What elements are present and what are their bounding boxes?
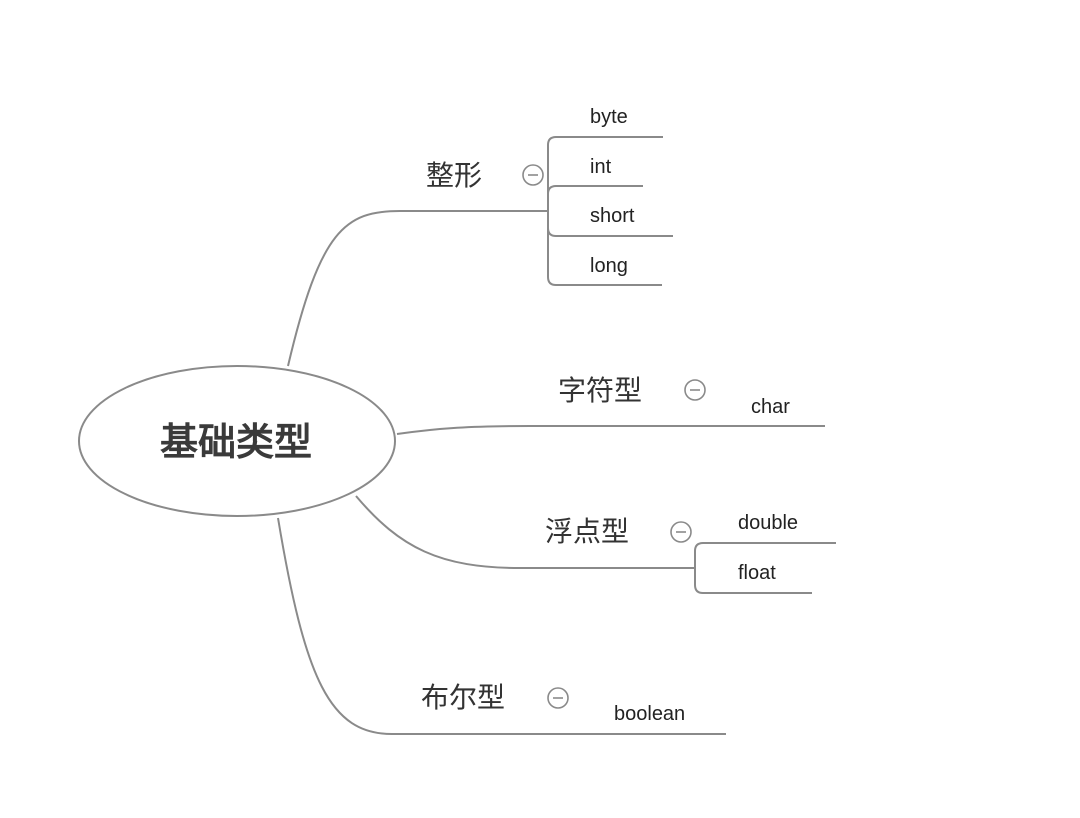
branch-label-char[interactable]: 字符型 (558, 374, 642, 407)
leaf-char[interactable]: char (751, 396, 790, 418)
collapse-minus-icon[interactable] (670, 521, 692, 543)
root-ellipse (78, 365, 396, 517)
connector-root-float (355, 495, 695, 569)
leaf-float[interactable]: float (738, 562, 776, 584)
collapse-minus-icon[interactable] (684, 379, 706, 401)
leaf-line-short (547, 227, 673, 237)
bracket-float (694, 542, 836, 594)
leaf-int[interactable]: int (590, 156, 612, 178)
branch-label-integer[interactable]: 整形 (426, 159, 482, 192)
leaf-long[interactable]: long (590, 255, 628, 277)
leaf-double[interactable]: double (738, 512, 798, 534)
root-label: 基础类型 (160, 420, 312, 464)
connector-root-boolean (277, 517, 726, 735)
collapse-minus-icon[interactable] (522, 164, 544, 186)
leaf-short[interactable]: short (590, 205, 635, 227)
connector-root-char (396, 425, 825, 435)
branch-label-boolean[interactable]: 布尔型 (421, 681, 505, 714)
leaf-line-int (547, 185, 643, 195)
connector-root-integer (287, 210, 548, 367)
root-node[interactable]: 基础类型 (78, 365, 396, 517)
bracket-integer (547, 136, 663, 286)
leaf-byte[interactable]: byte (590, 106, 628, 128)
branch-label-float[interactable]: 浮点型 (545, 515, 629, 548)
leaf-boolean[interactable]: boolean (614, 703, 685, 725)
collapse-minus-icon[interactable] (547, 687, 569, 709)
